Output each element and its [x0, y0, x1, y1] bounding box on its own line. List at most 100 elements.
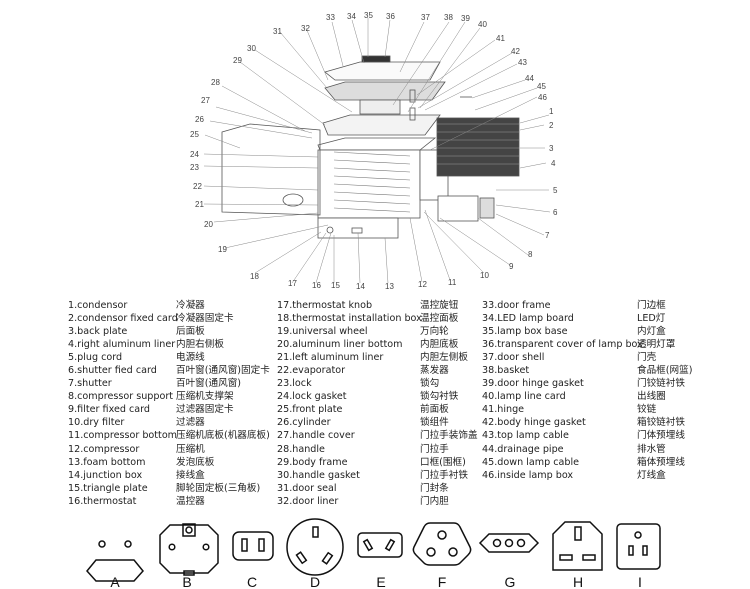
part-name-en: 18.thermostat installation box [277, 313, 422, 325]
plug-label-a: A [110, 574, 120, 589]
callout-20: 20 [204, 220, 213, 229]
part-name-cn: 排水管 [637, 443, 666, 455]
part-name-en: 24.lock gasket [277, 391, 347, 403]
part-name-cn: 门封条 [420, 482, 449, 494]
callout-42: 42 [511, 47, 520, 56]
leader-lines [203, 18, 551, 284]
plug-label-e: E [376, 574, 385, 589]
part-name-cn: 门壳 [637, 352, 657, 364]
part-name-en: 36.transparent cover of lamp box [482, 339, 643, 351]
part-name-en: 17.thermostat knob [277, 300, 373, 311]
part-name-cn: 过滤器 [176, 417, 205, 429]
part-name-cn: 发泡底板 [176, 456, 215, 468]
part-name-cn: 箱体预埋线 [637, 456, 685, 468]
callout-23: 23 [190, 163, 199, 172]
body-frame-part [322, 114, 441, 136]
part-name-cn: 百叶窗(通风窗) [176, 378, 242, 390]
part-name-cn: 口框(围框) [420, 456, 466, 468]
plug-h-icon [552, 521, 603, 571]
part-name-en: 2.condensor fixed card [68, 313, 178, 325]
plug-label-d: D [310, 574, 320, 589]
part-name-cn: 门铰链衬铁 [637, 378, 685, 390]
plug-label-c: C [247, 574, 257, 589]
part-name-en: 20.aluminum liner bottom [277, 339, 403, 351]
callout-41: 41 [496, 34, 505, 43]
part-name-en: 10.dry filter [68, 417, 125, 429]
part-name-en: 9.filter fixed card [68, 404, 151, 416]
part-name-cn: 温控旋钮 [420, 300, 459, 311]
callout-7: 7 [545, 231, 550, 240]
part-name-en: 41.hinge [482, 404, 525, 416]
part-name-en: 15.triangle plate [68, 482, 148, 494]
plug-a-icon [86, 540, 144, 582]
plug-types: A B C D E F G H I [86, 518, 661, 589]
part-name-cn: 门边框 [637, 300, 666, 311]
part-name-cn: 压缩机 [176, 443, 205, 455]
callout-31: 31 [273, 27, 282, 36]
part-name-en: 32.door liner [277, 495, 339, 507]
part-name-cn: 锁组件 [420, 417, 449, 429]
part-name-cn: 透明灯罩 [637, 339, 676, 351]
callout-11: 11 [448, 278, 457, 287]
plug-label-g: G [505, 574, 516, 589]
part-name-en: 37.door shell [482, 352, 545, 364]
part-name-en: 16.thermostat [68, 495, 137, 507]
part-name-en: 5.plug cord [68, 352, 123, 364]
part-name-cn: 温控面板 [420, 313, 459, 325]
callout-4: 4 [551, 159, 556, 168]
callout-22: 22 [193, 182, 202, 191]
door-liner-part [324, 81, 446, 101]
callout-24: 24 [190, 150, 199, 159]
part-name-cn: 电源线 [176, 352, 205, 364]
callout-19: 19 [218, 245, 227, 254]
plug-b-icon [159, 523, 219, 576]
callout-36: 36 [386, 12, 395, 21]
callout-8: 8 [528, 250, 533, 259]
hinge-part [409, 107, 416, 121]
callout-28: 28 [211, 78, 220, 87]
part-name-en: 43.top lamp cable [482, 430, 569, 442]
part-name-cn: 百叶窗(通风窗)固定卡 [176, 365, 270, 377]
part-name-en: 27.handle cover [277, 430, 355, 442]
part-name-cn: 压缩机支撑架 [176, 391, 234, 403]
junction-box-part [351, 227, 363, 234]
part-name-cn: 内胆右侧板 [176, 339, 224, 351]
part-name-cn: 冷凝器 [176, 300, 205, 311]
part-name-cn: 门拉手装饰盖 [420, 430, 478, 442]
callout-14: 14 [356, 282, 365, 291]
part-name-en: 45.down lamp cable [482, 456, 580, 468]
part-name-cn: 锁勾衬铁 [420, 391, 459, 403]
part-name-en: 4.right aluminum liner [68, 339, 176, 351]
exploded-diagram: 1 2 3 4 5 6 7 8 9 10 11 12 13 14 15 16 1… [190, 11, 558, 291]
part-name-cn: 门内胆 [420, 495, 449, 507]
part-name-cn: 内灯盒 [637, 326, 666, 338]
part-name-en: 46.inside lamp box [482, 469, 574, 481]
part-name-en: 30.handle gasket [277, 469, 360, 481]
callout-26: 26 [195, 115, 204, 124]
part-name-cn: 锁勾 [420, 378, 440, 390]
plug-cutout [282, 193, 304, 207]
part-name-cn: 门体预埋线 [637, 430, 685, 442]
part-name-en: 33.door frame [482, 300, 551, 311]
callout-37: 37 [421, 13, 430, 22]
callout-33: 33 [326, 13, 335, 22]
callout-44: 44 [525, 74, 534, 83]
part-name-en: 23.lock [277, 378, 312, 390]
callout-9: 9 [509, 262, 514, 271]
part-name-en: 44.drainage pipe [482, 443, 564, 455]
cabinet-body [317, 149, 421, 219]
callout-43: 43 [518, 58, 527, 67]
part-name-cn: 后面板 [176, 326, 205, 338]
plug-label-f: F [438, 574, 447, 589]
callout-39: 39 [461, 14, 470, 23]
part-name-cn: 箱铰链衬铁 [637, 417, 685, 429]
evaporator-lines [333, 151, 411, 213]
part-name-en: 19.universal wheel [277, 326, 368, 338]
callout-45: 45 [537, 82, 546, 91]
callout-34: 34 [347, 12, 356, 21]
part-name-cn: 温控器 [176, 495, 205, 507]
basket-part [359, 99, 401, 115]
callout-18: 18 [250, 272, 259, 281]
thermostat-knob-part [326, 226, 334, 234]
freezer-drawing [221, 55, 520, 239]
